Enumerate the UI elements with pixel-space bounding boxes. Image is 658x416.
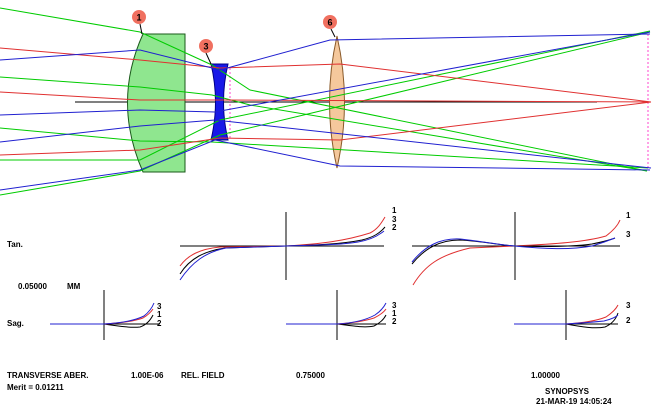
field-full-value: 1.00000 bbox=[531, 371, 560, 380]
aberration-curve-5 bbox=[411, 237, 616, 265]
aberration-curve-4 bbox=[412, 219, 621, 286]
aberration-curve-12 bbox=[286, 302, 387, 325]
aberration-curve-6 bbox=[411, 237, 616, 263]
aberration-curve-8 bbox=[50, 308, 154, 325]
surface-badge-6: 6 bbox=[323, 15, 337, 38]
sag-mid-curve-1: 1 bbox=[392, 309, 397, 318]
sag-label: Sag. bbox=[7, 319, 24, 328]
ray-3 bbox=[0, 127, 649, 169]
ray-12 bbox=[0, 139, 651, 191]
ray-6 bbox=[0, 47, 652, 103]
sag-left-curve-1: 1 bbox=[157, 310, 162, 319]
ray-5 bbox=[0, 31, 651, 196]
tan-right-curve-1: 1 bbox=[626, 211, 631, 220]
sag-mid-curve-2: 2 bbox=[392, 317, 397, 326]
aberration-curve-7 bbox=[50, 314, 154, 328]
merit-value: Merit = 0.01211 bbox=[7, 383, 64, 392]
brand-label: SYNOPSYS bbox=[545, 387, 590, 396]
ray-8 bbox=[0, 101, 652, 156]
ray-1 bbox=[0, 7, 648, 172]
aberration-curve-1 bbox=[179, 216, 386, 267]
sag-mid-curve-3: 3 bbox=[392, 301, 397, 310]
tan-right-curve-3: 3 bbox=[626, 230, 631, 239]
aberration-curve-9 bbox=[50, 302, 155, 325]
sag-right-curve-3: 3 bbox=[626, 301, 631, 310]
tan-left-curve-1: 1 bbox=[392, 206, 397, 215]
ray-9 bbox=[0, 31, 651, 116]
ray-fan bbox=[0, 7, 652, 196]
tan-label: Tan. bbox=[7, 240, 23, 249]
transverse-aber-label: TRANSVERSE ABER. bbox=[7, 371, 89, 380]
tan-left-curve-2: 2 bbox=[392, 223, 397, 232]
aberration-curve-10 bbox=[286, 314, 387, 328]
ray-7 bbox=[0, 91, 651, 103]
surface-badge-6-number: 6 bbox=[327, 18, 332, 28]
lens-6 bbox=[329, 35, 345, 169]
aberration-curve-2 bbox=[179, 226, 386, 275]
ray-2 bbox=[0, 76, 648, 172]
surface-badge-1: 1 bbox=[132, 10, 146, 35]
scale-value: 0.05000 bbox=[18, 282, 47, 291]
timestamp: 21-MAR-19 14:05:24 bbox=[536, 397, 612, 406]
tan-left-curve-3: 3 bbox=[392, 215, 397, 224]
sag-left-curve-3: 3 bbox=[157, 302, 162, 311]
ray-10 bbox=[0, 33, 651, 71]
surface-badge-3: 3 bbox=[199, 39, 213, 65]
aberration-curve-15 bbox=[514, 314, 619, 325]
lens-1 bbox=[127, 33, 186, 173]
sag-right-curve-2: 2 bbox=[626, 316, 631, 325]
sag-left-curve-2: 2 bbox=[157, 319, 162, 328]
aberration-axes bbox=[50, 212, 620, 340]
rel-field-label: REL. FIELD bbox=[181, 371, 225, 380]
surface-badge-3-number: 3 bbox=[203, 42, 208, 52]
aberration-curve-13 bbox=[514, 312, 619, 329]
aberration-curve-3 bbox=[179, 230, 385, 281]
field-mid-value: 0.75000 bbox=[296, 371, 325, 380]
surface-badge-1-number: 1 bbox=[136, 13, 141, 23]
scale-unit: MM bbox=[67, 282, 81, 291]
ray-11 bbox=[0, 119, 652, 169]
wavelength-value: 1.00E-06 bbox=[131, 371, 164, 380]
aberration-curves bbox=[50, 216, 621, 329]
